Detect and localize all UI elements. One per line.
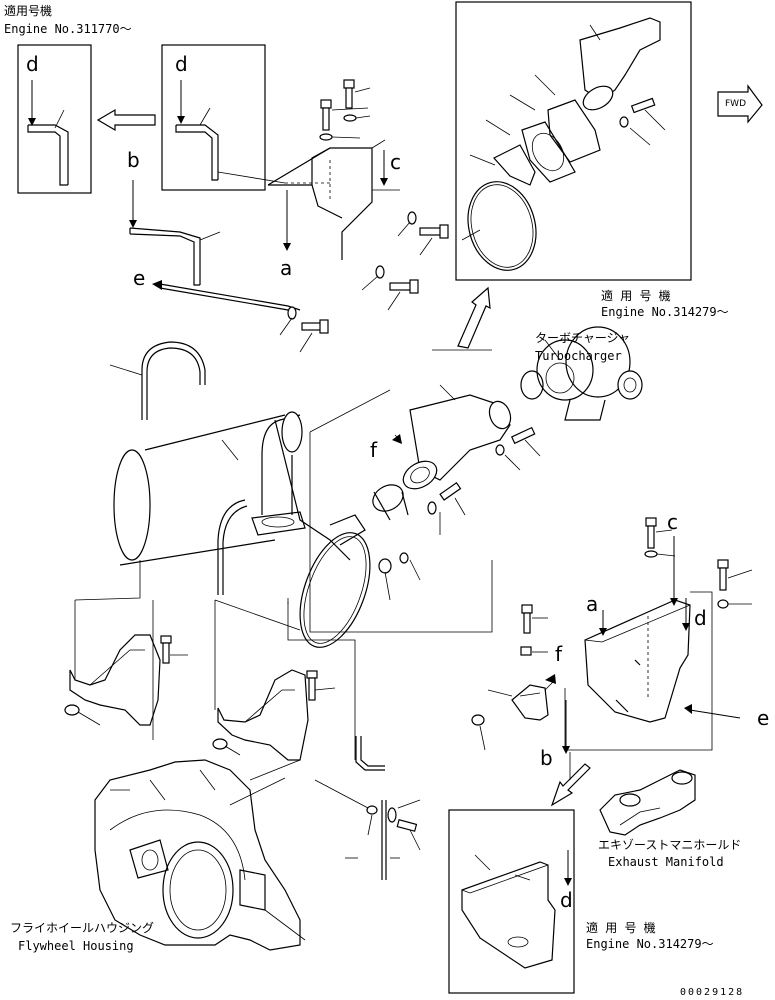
fwd-arrow bbox=[717, 84, 763, 124]
callout-c-top: c bbox=[390, 150, 401, 174]
applicable-label-mid-right: 適 用 号 機 bbox=[601, 289, 671, 303]
clamp-f bbox=[372, 434, 466, 601]
inset-box-turbo-elbow bbox=[455, 1, 692, 281]
inset-box-bracket-d-right bbox=[161, 44, 286, 191]
engine-number-bottom-right: Engine No.314279～ bbox=[586, 937, 714, 951]
exhaust-pipe-elbow bbox=[402, 370, 544, 490]
bolts-right-of-shield bbox=[361, 211, 449, 311]
applicable-label-bottom-right: 適 用 号 機 bbox=[586, 921, 656, 935]
turbocharger-label-jp: ターボチャージャ bbox=[535, 331, 631, 345]
tube-clip bbox=[314, 736, 421, 880]
arrow-c-top bbox=[372, 150, 400, 191]
arrow-a-top bbox=[283, 190, 291, 251]
callout-d-lower: d bbox=[694, 606, 707, 630]
leader-lines-muffler bbox=[74, 560, 356, 760]
bolts-top bbox=[319, 79, 371, 141]
arrows-lower-right bbox=[562, 536, 741, 754]
heat-shield-upper bbox=[267, 139, 386, 260]
small-bracket-f bbox=[471, 674, 556, 751]
u-bolt-lower bbox=[217, 499, 248, 595]
mount-bracket-left bbox=[64, 634, 188, 726]
inset-box-bracket-d-left bbox=[17, 44, 92, 194]
bolts-near-elbow bbox=[495, 426, 541, 471]
engine-number-top-left: Engine No.311770～ bbox=[4, 22, 132, 36]
up-arrow-to-turbo-box bbox=[457, 286, 491, 349]
exhaust-manifold-label-en: Exhaust Manifold bbox=[608, 855, 724, 869]
fwd-label: FWD bbox=[725, 99, 747, 109]
transition-arrow-left bbox=[96, 108, 156, 132]
callout-b-lower: b bbox=[540, 746, 553, 770]
callout-a-lower: a bbox=[586, 592, 599, 616]
turbocharger-label-en: Turbocharger bbox=[535, 349, 622, 363]
mount-bracket-center bbox=[212, 669, 336, 781]
callout-d-left: d bbox=[26, 52, 39, 76]
callout-c-lower: c bbox=[667, 510, 678, 534]
lower-heat-shield bbox=[584, 599, 691, 723]
muffler bbox=[113, 414, 371, 648]
callout-d-bottom: d bbox=[560, 888, 573, 912]
engine-number-mid-right: Engine No.314279～ bbox=[601, 305, 729, 319]
flywheel-housing-label-jp: フライホイールハウジング bbox=[10, 921, 155, 935]
rod-e bbox=[152, 280, 329, 353]
exhaust-manifold bbox=[599, 769, 696, 836]
muffler-stack bbox=[251, 411, 306, 536]
callout-e-top: e bbox=[133, 266, 146, 290]
callout-b-top: b bbox=[127, 148, 140, 172]
u-bolt-top bbox=[109, 341, 206, 420]
exhaust-manifold-label-jp: エキゾーストマニホールド bbox=[598, 838, 742, 852]
callout-e-lower: e bbox=[757, 706, 770, 730]
inset-box-bottom-bracket bbox=[448, 809, 575, 994]
turbocharger bbox=[536, 326, 643, 421]
applicable-label-top-left: 適用号機 bbox=[4, 4, 53, 18]
callout-f-mid: f bbox=[370, 438, 378, 462]
callout-d-right: d bbox=[175, 52, 188, 76]
bolts-lower-right bbox=[520, 517, 753, 656]
flywheel-housing bbox=[94, 759, 306, 951]
drawing-number: 00029128 bbox=[680, 987, 745, 998]
exhaust-pipe-callout-frame bbox=[309, 349, 493, 633]
bracket-b bbox=[129, 180, 221, 286]
callout-a-top: a bbox=[280, 256, 293, 280]
lower-shield-frame bbox=[564, 591, 713, 780]
callout-f-lower: f bbox=[555, 642, 563, 666]
flywheel-housing-label-en: Flywheel Housing bbox=[18, 939, 134, 953]
down-arrow-to-bottom-box bbox=[550, 763, 591, 807]
